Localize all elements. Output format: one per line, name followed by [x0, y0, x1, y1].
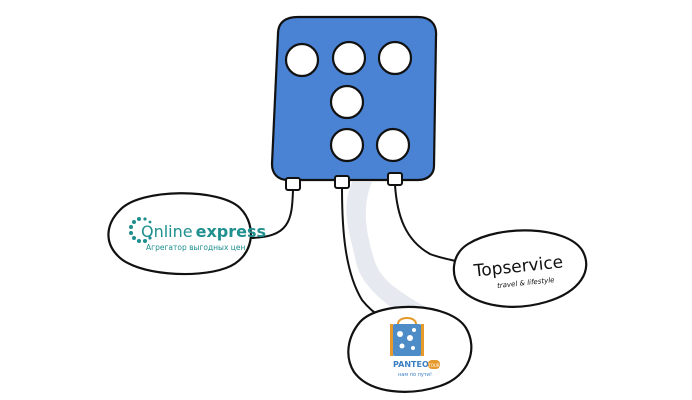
- bubble-online-express: [107, 192, 253, 276]
- ornate-bag-logo-icon: [390, 317, 424, 356]
- hub-hole: [375, 127, 411, 163]
- hub-hole: [329, 84, 365, 120]
- cable-to-topservice: [394, 184, 461, 263]
- cable-to-online-express: [247, 189, 294, 239]
- bubble-topservice: [452, 229, 588, 308]
- hub-hole: [331, 40, 367, 76]
- hub-connector-middle: [334, 175, 350, 189]
- hub-hole: [329, 127, 365, 163]
- panteon-badge: TOUR: [427, 363, 440, 368]
- hub-connector-left: [285, 177, 301, 191]
- hub-connector-right: [387, 172, 403, 186]
- hub-hole: [377, 40, 413, 76]
- online-express-prefix: Online: [141, 222, 193, 241]
- hub-hole: [284, 42, 320, 78]
- dotted-ring-logo-icon: [129, 217, 152, 243]
- panteon-brand: PANTEON: [393, 360, 435, 369]
- hub-holes: [284, 40, 413, 163]
- online-express-tagline: Агрегатор выгодных цен: [146, 243, 246, 252]
- panteon-badge-bg: [428, 360, 440, 369]
- online-express-bold: express: [196, 222, 266, 241]
- node-topservice: Topservice travel & lifestyle: [452, 229, 588, 308]
- panteon-tagline: нам по пути!: [398, 372, 432, 378]
- node-panteon: PANTEON TOUR нам по пути!: [347, 305, 473, 393]
- panteon-brand-name: PANTEON: [393, 360, 435, 369]
